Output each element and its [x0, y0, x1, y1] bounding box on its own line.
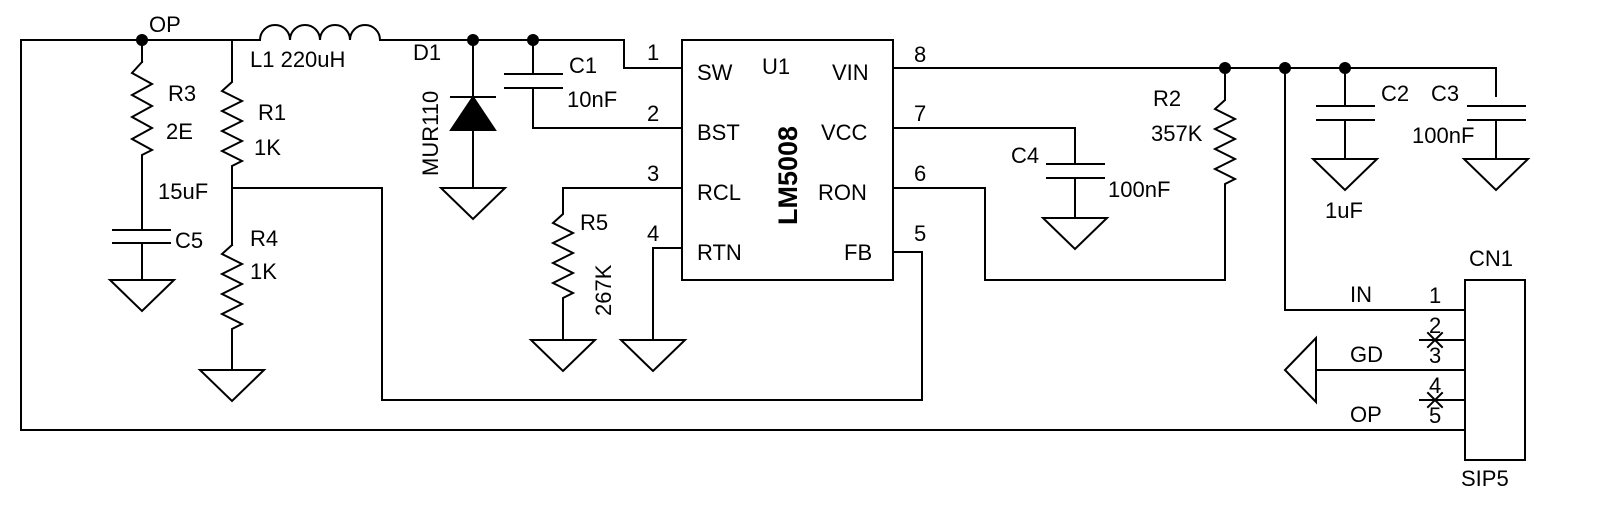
- capacitor-c2-value: 1uF: [1325, 198, 1363, 223]
- ic-pin-6-number: 6: [914, 161, 926, 186]
- resistor-r4: [197, 243, 267, 403]
- resistor-r3: [129, 60, 155, 231]
- capacitor-c4: [892, 127, 1110, 251]
- connector-pin-4-number: 4: [1429, 373, 1441, 398]
- ic-pin-5-number: 5: [914, 221, 926, 246]
- inductor-l1: [258, 24, 476, 42]
- connector-pin-1-label: IN: [1350, 282, 1372, 307]
- capacitor-c1-value: 10nF: [567, 87, 617, 112]
- resistor-r2-value: 357K: [1151, 121, 1203, 146]
- ic-u1: [681, 39, 894, 281]
- capacitor-c5-ref: C5: [175, 228, 203, 253]
- resistor-r2-ref: R2: [1153, 86, 1181, 111]
- capacitor-c4-ref: C4: [1011, 143, 1039, 168]
- ic-pin-7-name: VCC: [821, 120, 868, 145]
- ic-pin-2-number: 2: [647, 101, 659, 126]
- resistor-r3-ref: R3: [168, 81, 196, 106]
- ic-pin-4-number: 4: [647, 221, 659, 246]
- connector-cn1-ref: CN1: [1469, 246, 1513, 271]
- capacitor-c3-value: 100nF: [1412, 123, 1474, 148]
- capacitor-c2-ref: C2: [1381, 81, 1409, 106]
- capacitor-c5: [107, 229, 177, 313]
- op-net-wires: [20, 34, 1466, 431]
- resistor-r4-ref: R4: [250, 226, 278, 251]
- connector-pin-5-number: 5: [1429, 403, 1441, 428]
- vin-net-wires: [892, 62, 1497, 311]
- op-net-label: OP: [149, 12, 181, 37]
- ic-pin-3-number: 3: [647, 161, 659, 186]
- connector-pin-3-label: GD: [1350, 342, 1383, 367]
- inductor-l1-label: L1 220uH: [250, 47, 345, 72]
- capacitor-c1-ref: C1: [569, 53, 597, 78]
- resistor-r1-value: 1K: [254, 135, 281, 160]
- resistor-r2: [892, 67, 1238, 281]
- ic-pin-1-name: SW: [697, 60, 733, 85]
- capacitor-c1: [474, 34, 683, 129]
- ic-pin-8-name: VIN: [832, 60, 869, 85]
- connector-cn1-part: SIP5: [1461, 466, 1509, 491]
- connector-cn1: [1283, 279, 1526, 461]
- ic-pin-8-number: 8: [914, 42, 926, 67]
- resistor-r1-ref: R1: [258, 100, 286, 125]
- capacitor-c3: [1461, 105, 1531, 192]
- ic-pin-2-name: BST: [697, 120, 740, 145]
- diode-d1: [438, 34, 508, 221]
- diode-d1-ref: D1: [413, 40, 441, 65]
- resistor-r5-ref: R5: [580, 210, 608, 235]
- ic-u1-ref: U1: [762, 54, 790, 79]
- resistor-r4-value: 1K: [250, 259, 277, 284]
- rtn-ground: [618, 247, 688, 373]
- ic-pin-7-number: 7: [914, 101, 926, 126]
- ic-pin-3-name: RCL: [697, 180, 741, 205]
- resistor-r5: [528, 187, 683, 373]
- capacitor-c2: [1310, 67, 1380, 192]
- ic-pin-4-name: RTN: [697, 240, 742, 265]
- diode-d1-part: MUR110: [418, 91, 443, 176]
- capacitor-c4-value: 100nF: [1108, 177, 1170, 202]
- resistor-r3-value: 2E: [166, 119, 193, 144]
- resistor-r5-value: 267K: [591, 264, 616, 316]
- connector-pin-1-number: 1: [1429, 283, 1441, 308]
- feedback-net-wire: [231, 187, 923, 401]
- connector-pin-2-number: 2: [1429, 313, 1441, 338]
- ic-pin-1-number: 1: [647, 40, 659, 65]
- ic-pin-6-name: RON: [818, 180, 867, 205]
- capacitor-c5-value: 15uF: [158, 179, 208, 204]
- resistor-r1: [219, 39, 245, 246]
- ic-pin-5-name: FB: [844, 240, 872, 265]
- connector-pin-3-number: 3: [1429, 343, 1441, 368]
- capacitor-c3-ref: C3: [1431, 81, 1459, 106]
- connector-pin-5-label: OP: [1350, 402, 1382, 427]
- ic-u1-part: LM5008: [773, 126, 803, 225]
